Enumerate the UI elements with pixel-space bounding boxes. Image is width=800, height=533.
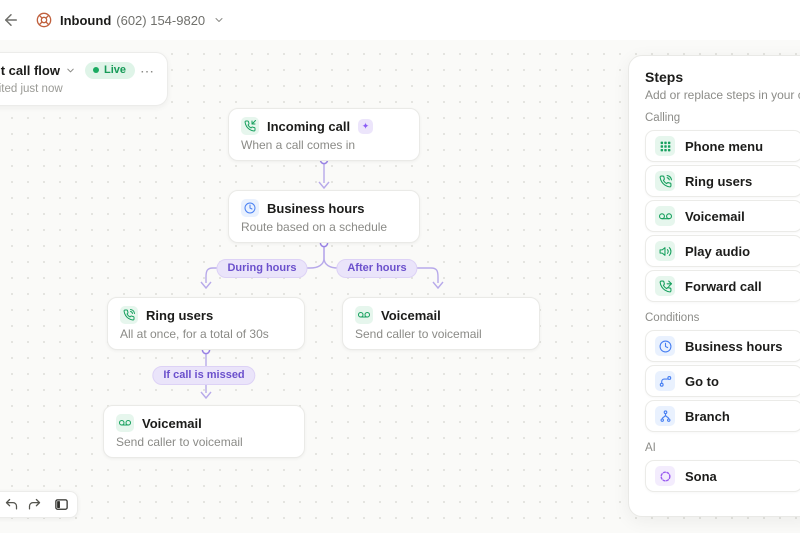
flow-title[interactable]: Default call flow <box>0 63 60 78</box>
phone-line-title: Inbound <box>60 12 112 28</box>
flow-header-card: Default call flow Live ⋯ Last edited jus… <box>0 52 168 106</box>
voicemail-icon <box>116 414 134 432</box>
clock-icon <box>655 336 675 356</box>
edge-label-during-hours: During hours <box>216 259 308 278</box>
step-item-label: Ring users <box>685 173 753 189</box>
edge-label-after-hours: After hours <box>336 259 418 278</box>
topbar: Inbound (602) 154-9820 <box>0 0 800 40</box>
step-item-forward-call[interactable]: Forward call <box>645 270 800 302</box>
step-item-voicemail[interactable]: Voicemail <box>645 200 800 232</box>
section-label-calling: Calling <box>645 112 681 124</box>
status-badge: Live <box>84 62 135 79</box>
step-item-branch[interactable]: Branch <box>645 400 800 432</box>
phone-incoming-icon <box>241 117 259 135</box>
play-audio-icon <box>655 241 675 261</box>
sparkle-icon: ✦ <box>358 118 374 134</box>
branch-icon <box>655 406 675 426</box>
node-subtitle: Route based on a schedule <box>241 220 388 234</box>
node-subtitle: Send caller to voicemail <box>116 435 243 449</box>
step-item-label: Sona <box>685 468 717 484</box>
step-item-label: Forward call <box>685 278 762 294</box>
node-subtitle: All at once, for a total of 30s <box>120 327 269 341</box>
node-title: Voicemail <box>381 307 441 323</box>
node-title: Incoming call <box>267 118 351 134</box>
node-subtitle: When a call comes in <box>241 138 356 152</box>
undo-icon[interactable] <box>4 497 19 512</box>
step-item-label: Phone menu <box>685 138 764 154</box>
section-label-conditions: Conditions <box>645 312 700 324</box>
clock-icon <box>241 199 259 217</box>
chevron-down-icon[interactable] <box>213 14 225 26</box>
node-voicemail-missed[interactable]: Voicemail Send caller to voicemail <box>103 405 305 458</box>
status-badge-label: Live <box>103 64 126 76</box>
step-item-sona[interactable]: Sona <box>645 460 800 492</box>
node-subtitle: Send caller to voicemail <box>355 327 482 341</box>
node-title: Business hours <box>267 200 365 216</box>
step-item-go-to[interactable]: Go to <box>645 365 800 397</box>
node-title: Voicemail <box>142 415 202 431</box>
steps-panel-subtitle: Add or replace steps in your call flow <box>645 88 800 102</box>
step-item-phone-menu[interactable]: Phone menu <box>645 130 800 162</box>
node-voicemail-after-hours[interactable]: Voicemail Send caller to voicemail <box>342 297 540 350</box>
chevron-down-icon[interactable] <box>65 65 76 76</box>
last-edited-text: Last edited just now <box>0 83 63 95</box>
step-item-label: Branch <box>685 408 730 424</box>
step-item-label: Go to <box>685 373 719 389</box>
redo-icon[interactable] <box>27 497 42 512</box>
sona-icon <box>655 466 675 486</box>
node-title: Ring users <box>146 307 214 323</box>
panel-toggle-icon[interactable] <box>54 497 69 512</box>
step-item-business-hours[interactable]: Business hours <box>645 330 800 362</box>
life-buoy-icon <box>36 12 52 28</box>
step-item-label: Voicemail <box>685 208 745 224</box>
step-item-ring-users[interactable]: Ring users <box>645 165 800 197</box>
node-incoming-call[interactable]: Incoming call ✦ When a call comes in <box>228 108 420 161</box>
steps-panel-title: Steps <box>645 69 684 85</box>
step-item-play-audio[interactable]: Play audio <box>645 235 800 267</box>
section-label-ai: AI <box>645 442 656 454</box>
canvas-toolbar <box>0 491 78 518</box>
keypad-icon <box>655 136 675 156</box>
voicemail-icon <box>355 306 373 324</box>
node-business-hours[interactable]: Business hours Route based on a schedule <box>228 190 420 243</box>
live-dot-icon <box>92 67 99 73</box>
steps-panel: Steps Add or replace steps in your call … <box>628 55 800 517</box>
phone-forward-icon <box>655 276 675 296</box>
phone-line-number: (602) 154-9820 <box>116 12 206 28</box>
step-item-label: Business hours <box>685 338 783 354</box>
node-ring-users[interactable]: Ring users All at once, for a total of 3… <box>107 297 305 350</box>
step-item-label: Play audio <box>685 243 751 259</box>
overflow-menu-icon[interactable]: ⋯ <box>140 62 155 79</box>
goto-icon <box>655 371 675 391</box>
phone-ring-icon <box>120 306 138 324</box>
edge-label-if-call-missed: If call is missed <box>152 366 256 385</box>
phone-ring-icon <box>655 171 675 191</box>
voicemail-icon <box>655 206 675 226</box>
back-arrow-icon[interactable] <box>2 11 20 29</box>
